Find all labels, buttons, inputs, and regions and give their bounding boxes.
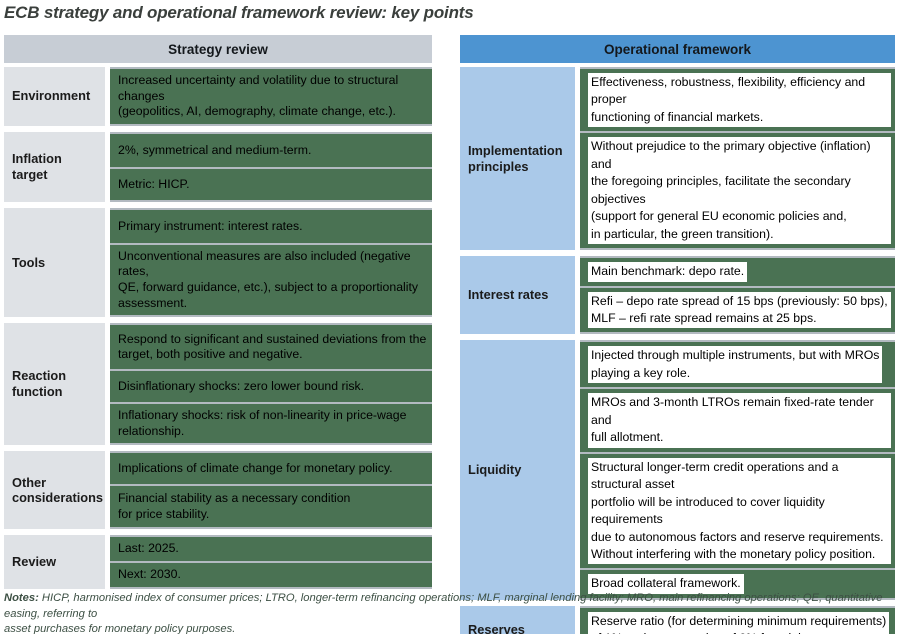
- row-group-other-considerations: Other considerations Implications of cli…: [4, 451, 432, 530]
- highlighted-text: Main benchmark: depo rate.: [588, 262, 748, 282]
- table-cell: Effectiveness, robustness, flexibility, …: [580, 69, 895, 131]
- cell-stack: Primary instrument: interest rates. Unco…: [110, 207, 432, 318]
- table-cell: Unconventional measures are also include…: [110, 242, 432, 315]
- cell-stack: Implications of climate change for monet…: [110, 451, 432, 530]
- footnotes: Notes: HICP, harmonised index of consume…: [4, 576, 897, 634]
- table-cell: Main benchmark: depo rate.: [580, 258, 895, 285]
- cell-text: Disinflationary shocks: zero lower bound…: [118, 378, 365, 393]
- table-cell: Financial stability as a necessary condi…: [110, 484, 432, 527]
- table-cell: Increased uncertainty and volatility due…: [110, 69, 432, 124]
- cell-text: Financial stability as a necessary condi…: [118, 491, 351, 521]
- cell-stack: Reserve ratio (for determining minimum r…: [580, 605, 895, 634]
- table-cell: Last: 2025.: [110, 537, 432, 561]
- table-cell: Without prejudice to the primary objecti…: [580, 131, 895, 248]
- operational-framework-table: Operational framework Implementation pri…: [460, 35, 895, 634]
- highlighted-text: Reserve ratio (for determining minimum r…: [588, 611, 890, 634]
- table-cell: Inflationary shocks: risk of non-lineari…: [110, 402, 432, 443]
- cell-stack: Increased uncertainty and volatility due…: [110, 67, 432, 126]
- table-header-strategy: Strategy review: [4, 35, 432, 63]
- row-group-reserves: Reserves Reserve ratio (for determining …: [460, 605, 895, 634]
- highlighted-text: Without prejudice to the primary objecti…: [588, 137, 891, 245]
- cell-text: Unconventional measures are also include…: [118, 248, 419, 310]
- table-cell: 2%, symmetrical and medium-term.: [110, 134, 432, 167]
- table-cell: Disinflationary shocks: zero lower bound…: [110, 369, 432, 402]
- row-label: Review: [4, 535, 105, 589]
- highlighted-text: Effectiveness, robustness, flexibility, …: [588, 73, 891, 128]
- row-label: Environment: [4, 67, 105, 126]
- table-cell: Broad collateral framework.: [580, 568, 895, 597]
- row-group-liquidity: Liquidity Injected through multiple inst…: [460, 340, 895, 600]
- cell-text: 2%, symmetrical and medium-term.: [118, 142, 312, 157]
- cell-stack: Main benchmark: depo rate. Refi – depo r…: [580, 256, 895, 335]
- table-cell: Refi – depo rate spread of 15 bps (previ…: [580, 285, 895, 333]
- cell-stack: Respond to significant and sustained dev…: [110, 323, 432, 446]
- row-group-implementation-principles: Implementation principles Effectiveness,…: [460, 67, 895, 251]
- notes-text: HICP, harmonised index of consumer price…: [4, 592, 883, 634]
- table-cell: Reserve ratio (for determining minimum r…: [580, 608, 895, 634]
- table-cell: Implications of climate change for monet…: [110, 453, 432, 484]
- row-group-review-strategy: Review Last: 2025. Next: 2030.: [4, 535, 432, 589]
- cell-text: Metric: HICP.: [118, 176, 190, 191]
- cell-text: Last: 2025.: [118, 541, 179, 556]
- row-label: Implementation principles: [460, 67, 575, 251]
- highlighted-text: Structural longer-term credit operations…: [588, 457, 891, 565]
- highlighted-text: MROs and 3-month LTROs remain fixed-rate…: [588, 393, 891, 448]
- cell-text: Next: 2030.: [118, 567, 181, 582]
- row-group-reaction-function: Reaction function Respond to significant…: [4, 323, 432, 446]
- cell-stack: Last: 2025. Next: 2030.: [110, 535, 432, 589]
- row-group-interest-rates: Interest rates Main benchmark: depo rate…: [460, 256, 895, 335]
- table-cell: Metric: HICP.: [110, 166, 432, 200]
- table-cell: Primary instrument: interest rates.: [110, 210, 432, 243]
- page-title: ECB strategy and operational framework r…: [4, 3, 474, 22]
- strategy-review-table: Strategy review Environment Increased un…: [4, 35, 432, 595]
- row-label: Interest rates: [460, 256, 575, 335]
- row-label: Reserves: [460, 605, 575, 634]
- table-header-operational: Operational framework: [460, 35, 895, 63]
- row-label: Liquidity: [460, 340, 575, 600]
- highlighted-text: Injected through multiple instruments, b…: [588, 346, 883, 384]
- table-cell: Respond to significant and sustained dev…: [110, 325, 432, 369]
- row-label: Tools: [4, 207, 105, 318]
- cell-text: Implications of climate change for monet…: [118, 461, 393, 476]
- table-cell: Structural longer-term credit operations…: [580, 451, 895, 569]
- cell-text: Respond to significant and sustained dev…: [118, 331, 427, 362]
- cell-text: Inflationary shocks: risk of non-lineari…: [118, 408, 407, 438]
- table-cell: Next: 2030.: [110, 561, 432, 587]
- cell-stack: 2%, symmetrical and medium-term. Metric:…: [110, 131, 432, 202]
- cell-text: Primary instrument: interest rates.: [118, 218, 303, 233]
- cell-text: Increased uncertainty and volatility due…: [118, 73, 399, 119]
- table-cell: Injected through multiple instruments, b…: [580, 342, 895, 387]
- table-cell: MROs and 3-month LTROs remain fixed-rate…: [580, 387, 895, 451]
- highlighted-text: Refi – depo rate spread of 15 bps (previ…: [588, 291, 891, 329]
- notes-line: Notes: HICP, harmonised index of consume…: [4, 591, 897, 634]
- row-label: Inflation target: [4, 131, 105, 202]
- highlighted-text: Broad collateral framework.: [588, 574, 744, 594]
- notes-label: Notes:: [4, 592, 39, 605]
- cell-stack: Injected through multiple instruments, b…: [580, 340, 895, 600]
- row-group-tools: Tools Primary instrument: interest rates…: [4, 207, 432, 318]
- row-label: Other considerations: [4, 451, 105, 530]
- cell-stack: Effectiveness, robustness, flexibility, …: [580, 67, 895, 251]
- row-group-environment: Environment Increased uncertainty and vo…: [4, 67, 432, 126]
- row-group-inflation-target: Inflation target 2%, symmetrical and med…: [4, 131, 432, 202]
- row-label: Reaction function: [4, 323, 105, 446]
